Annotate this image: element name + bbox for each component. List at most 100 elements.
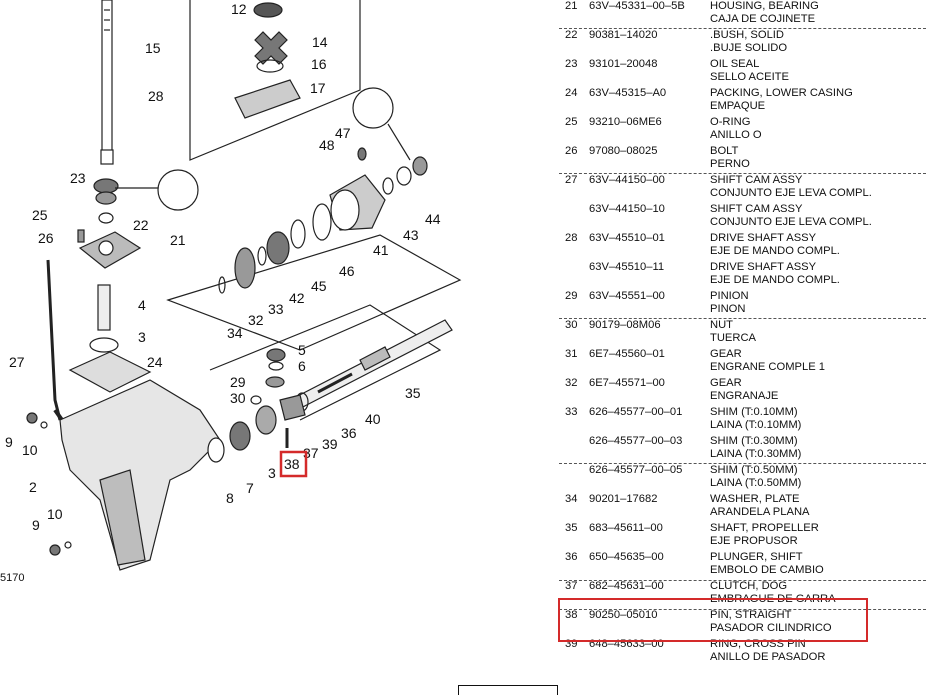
callout-33: 33 [268,301,284,317]
part-ref-number: 30 [565,319,578,331]
part-ref-number: 31 [565,348,578,360]
callout-15: 15 [145,40,161,56]
part-description-en: OIL SEAL [710,58,760,70]
part-description-es: EJE DE MANDO COMPL. [710,245,840,258]
callout-36: 36 [341,425,357,441]
callout-9: 9 [5,434,13,450]
callout-25: 25 [32,207,48,223]
part-description-es: EMBOLO DE CAMBIO [710,564,824,577]
callout-43: 43 [403,227,419,243]
part-ref-number: 23 [565,58,578,70]
part-description-en: GEAR [710,348,742,360]
part-number: 90381–14020 [589,29,658,41]
part-description-en: BOLT [710,145,739,157]
part-number: 90201–17682 [589,493,658,505]
callout-38: 38 [284,456,300,472]
part-ref-number: 33 [565,406,578,418]
figure-code: 5170 [0,572,24,584]
part-ref-number: 22 [565,29,578,41]
part-description-en: SHIM (T:0.30MM) [710,435,798,447]
part-description-en: .BUSH, SOLID [710,29,784,41]
part-ref-number: 25 [565,116,578,128]
part-number: 63V–44150–00 [589,174,665,186]
row-separator [559,580,926,581]
part-ref-number: 27 [565,174,578,186]
row-separator [559,318,926,319]
part-description-en: SHIFT CAM ASSY [710,174,803,186]
part-number: 63V–45315–A0 [589,87,667,99]
parts-row: 626–45577–00–03 SHIM (T:0.30MM)LAINA (T:0… [555,435,926,464]
row-separator [559,463,926,464]
part-number: 626–45577–00–03 [589,435,683,447]
callout-14: 14 [312,34,328,50]
callout-10: 10 [22,442,38,458]
part-number: 63V–44150–10 [589,203,665,215]
part-number: 63V–45510–11 [589,261,665,273]
part-description-es: ARANDELA PLANA [710,506,810,519]
part-description-es: TUERCA [710,332,756,345]
part-ref-number: 26 [565,145,578,157]
callout-44: 44 [425,211,441,227]
part-description-en: DRIVE SHAFT ASSY [710,232,817,244]
part-38-highlight [558,598,868,642]
callout-40: 40 [365,411,381,427]
part-description-en: O-RING [710,116,751,128]
part-description-es: ANILLO DE PASADOR [710,651,826,664]
callout-32: 32 [248,312,264,328]
callout-10: 10 [47,506,63,522]
part-description-es: EMPAQUE [710,100,766,113]
part-description-es: PINON [710,303,746,316]
part-ref-number: 32 [565,377,578,389]
part-ref-number: 21 [565,0,578,12]
part-ref-number: 34 [565,493,578,505]
part-description-en: PINION [710,290,749,302]
part-description-en: SHIFT CAM ASSY [710,203,803,215]
callout-22: 22 [133,217,149,233]
part-description-en: CLUTCH, DOG [710,580,788,592]
part-description-en: SHIM (T:0.10MM) [710,406,798,418]
part-description-es: PASADOR CILINDRICO [710,622,832,635]
part-number: 683–45611–00 [589,522,663,534]
next-panel-edge [458,685,558,695]
callout-38-highlight [279,450,308,478]
part-description-en: PIN, STRAIGHT [710,609,792,621]
callout-26: 26 [38,230,54,246]
part-ref-number: 29 [565,290,578,302]
part-description-es: ENGRANAJE [710,390,779,403]
callout-12: 12 [231,1,247,17]
callout-24: 24 [147,354,163,370]
callout-7: 7 [246,480,254,496]
callout-6: 6 [298,358,306,374]
row-separator [559,28,926,29]
row-separator [559,173,926,174]
part-description-es: LAINA (T:0.30MM) [710,448,802,461]
part-description-es: SELLO ACEITE [710,71,789,84]
part-description-es: PERNO [710,158,750,171]
part-ref-number: 37 [565,580,578,592]
part-description-es: CONJUNTO EJE LEVA COMPL. [710,216,872,229]
callout-23: 23 [70,170,86,186]
part-number: 93210–06ME6 [589,116,662,128]
part-ref-number: 35 [565,522,578,534]
callout-35: 35 [405,385,421,401]
callout-30: 30 [230,390,246,406]
callout-21: 21 [170,232,186,248]
part-number: 63V–45510–01 [589,232,665,244]
part-description-es: CAJA DE COJINETE [710,13,816,26]
